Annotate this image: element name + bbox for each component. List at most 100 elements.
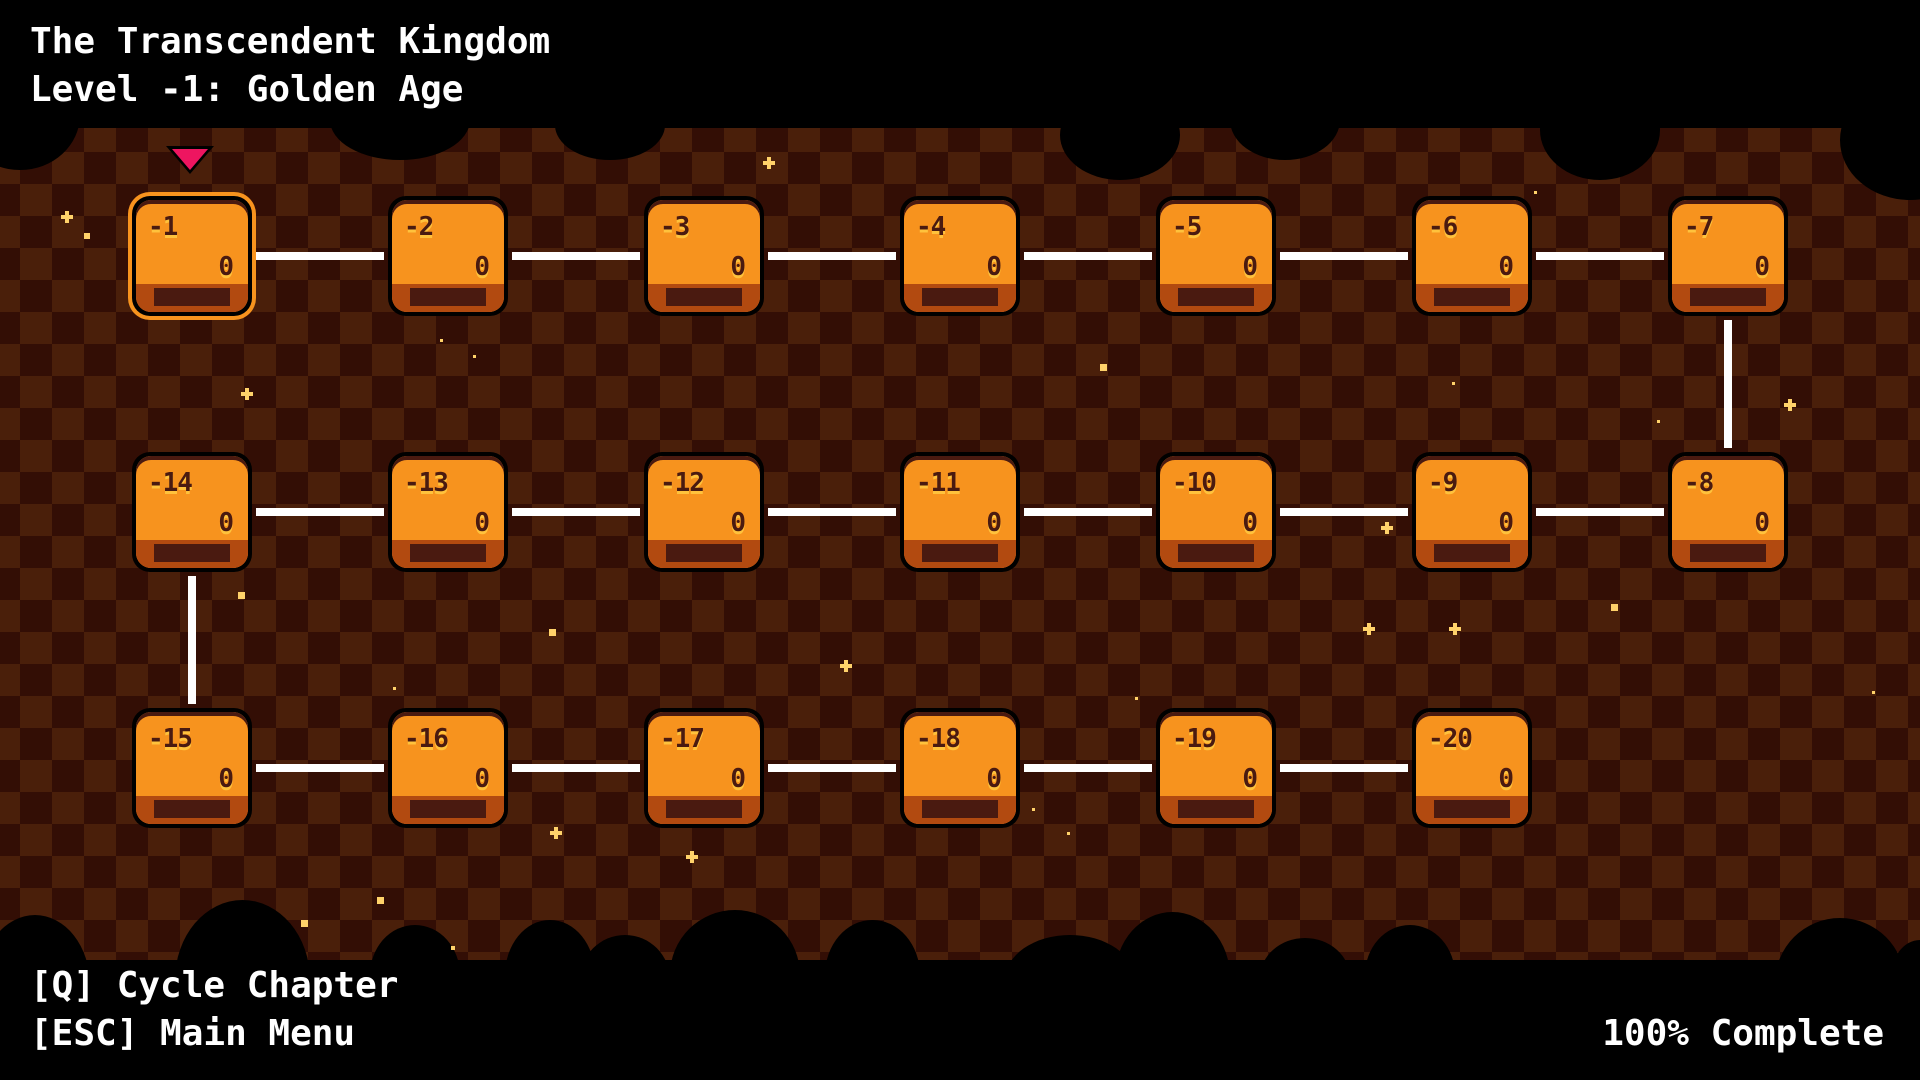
bottom-cloud-bump <box>1775 918 1905 1048</box>
collectible-count: 0 <box>218 764 234 794</box>
sparkle-icon <box>1452 382 1455 385</box>
level-tile-16[interactable]: -16 0 <box>388 708 508 828</box>
cycle-chapter-hint[interactable]: [Q] Cycle Chapter <box>30 965 399 1006</box>
collectible-count: 0 <box>474 764 490 794</box>
level-tile-1[interactable]: -1 0 <box>132 196 252 316</box>
sparkle-icon <box>1032 808 1035 811</box>
level-tile-9[interactable]: -9 0 <box>1412 452 1532 572</box>
path-connector <box>1024 252 1152 260</box>
bottom-cloud-bump <box>580 935 670 1025</box>
collectible-count: 0 <box>730 252 746 282</box>
path-connector <box>1280 764 1408 772</box>
sparkle-icon <box>393 687 396 690</box>
level-tile-5[interactable]: -5 0 <box>1156 196 1276 316</box>
collectible-count: 0 <box>1754 508 1770 538</box>
sparkle-icon <box>1363 623 1375 635</box>
path-connector <box>188 576 196 704</box>
collectible-count: 0 <box>1242 252 1258 282</box>
level-tile-7[interactable]: -7 0 <box>1668 196 1788 316</box>
path-connector <box>1280 508 1408 516</box>
sparkle-icon <box>763 157 775 169</box>
level-number: -14 <box>148 468 193 498</box>
path-connector <box>512 508 640 516</box>
sparkle-icon <box>1067 832 1070 835</box>
selection-cursor-icon <box>166 146 214 174</box>
sparkle-icon <box>686 851 698 863</box>
bottom-cloud-bump <box>370 925 460 1025</box>
sparkle-icon <box>1135 697 1138 700</box>
level-number: -1 <box>148 212 178 242</box>
sparkle-icon <box>301 920 308 927</box>
level-tile-15[interactable]: -15 0 <box>132 708 252 828</box>
level-tile-18[interactable]: -18 0 <box>900 708 1020 828</box>
level-number: -15 <box>148 724 193 754</box>
sparkle-icon <box>451 946 455 950</box>
collectible-count: 0 <box>986 764 1002 794</box>
collectible-count: 0 <box>1242 764 1258 794</box>
path-connector <box>512 764 640 772</box>
collectible-count: 0 <box>218 508 234 538</box>
level-number: -10 <box>1172 468 1217 498</box>
main-menu-hint[interactable]: [ESC] Main Menu <box>30 1013 356 1054</box>
level-number: -11 <box>916 468 961 498</box>
level-tile-12[interactable]: -12 0 <box>644 452 764 572</box>
sparkle-icon <box>84 233 90 239</box>
collectible-count: 0 <box>474 252 490 282</box>
level-tile-8[interactable]: -8 0 <box>1668 452 1788 572</box>
path-connector <box>1024 764 1152 772</box>
level-number: -18 <box>916 724 961 754</box>
level-number: -5 <box>1172 212 1202 242</box>
path-connector <box>512 252 640 260</box>
top-cloud-bump <box>1230 80 1340 160</box>
path-connector <box>768 508 896 516</box>
collectible-count: 0 <box>474 508 490 538</box>
sparkle-icon <box>241 388 253 400</box>
completion-status: 100% Complete <box>1602 1013 1884 1054</box>
level-number: -2 <box>404 212 434 242</box>
collectible-count: 0 <box>1498 764 1514 794</box>
level-tile-11[interactable]: -11 0 <box>900 452 1020 572</box>
collectible-count: 0 <box>1498 508 1514 538</box>
sparkle-icon <box>1534 191 1537 194</box>
top-cloud-bump <box>555 90 665 160</box>
bottom-cloud-bump <box>825 920 920 1030</box>
level-tile-6[interactable]: -6 0 <box>1412 196 1532 316</box>
bottom-cloud-bump <box>1005 935 1135 1025</box>
level-tile-2[interactable]: -2 0 <box>388 196 508 316</box>
level-title: Level -1: Golden Age <box>30 69 464 110</box>
sparkle-icon <box>1872 691 1875 694</box>
level-tile-19[interactable]: -19 0 <box>1156 708 1276 828</box>
top-cloud-bump <box>1540 80 1660 180</box>
level-number: -9 <box>1428 468 1458 498</box>
sparkle-icon <box>473 355 476 358</box>
level-number: -16 <box>404 724 449 754</box>
level-number: -7 <box>1684 212 1714 242</box>
level-number: -19 <box>1172 724 1217 754</box>
path-connector <box>1536 252 1664 260</box>
sparkle-icon <box>1100 364 1107 371</box>
bottom-cloud-bump <box>670 910 800 1040</box>
level-tile-14[interactable]: -14 0 <box>132 452 252 572</box>
collectible-count: 0 <box>1498 252 1514 282</box>
bottom-cloud-bump <box>1115 912 1230 1042</box>
level-tile-4[interactable]: -4 0 <box>900 196 1020 316</box>
level-tile-10[interactable]: -10 0 <box>1156 452 1276 572</box>
collectible-count: 0 <box>1754 252 1770 282</box>
world-title: The Transcendent Kingdom <box>30 21 551 62</box>
path-connector <box>1024 508 1152 516</box>
sparkle-icon <box>238 592 245 599</box>
bottom-cloud-bump <box>175 900 310 1060</box>
level-tile-20[interactable]: -20 0 <box>1412 708 1532 828</box>
level-tile-3[interactable]: -3 0 <box>644 196 764 316</box>
sparkle-icon <box>1449 623 1461 635</box>
bottom-cloud-bump <box>1260 938 1350 1018</box>
sparkle-icon <box>61 211 73 223</box>
level-number: -8 <box>1684 468 1714 498</box>
collectible-count: 0 <box>730 764 746 794</box>
level-tile-13[interactable]: -13 0 <box>388 452 508 572</box>
sparkle-icon <box>1784 399 1796 411</box>
level-tile-17[interactable]: -17 0 <box>644 708 764 828</box>
level-number: -3 <box>660 212 690 242</box>
top-cloud-bump <box>1060 90 1180 180</box>
